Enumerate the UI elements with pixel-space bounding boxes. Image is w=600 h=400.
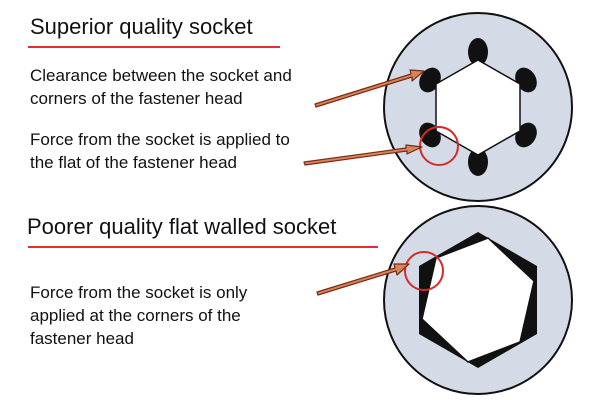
superior-socket	[383, 12, 573, 202]
clearance-arrow	[314, 69, 425, 108]
flat-contact-highlight	[419, 126, 459, 166]
corner-force-label-line-2: applied at the corners of the	[30, 306, 241, 325]
poorer-heading: Poorer quality flat walled socket	[27, 214, 337, 239]
clearance-label-line-1: Clearance between the socket and	[30, 66, 292, 85]
superior-fastener-head	[435, 59, 521, 156]
flat-force-arrow	[303, 144, 423, 166]
flat-force-label-line-1: Force from the socket is applied to	[30, 130, 290, 149]
corner-contact-highlight	[404, 251, 444, 291]
superior-heading: Superior quality socket	[30, 14, 253, 39]
flat-force-label-line-2: the flat of the fastener head	[30, 153, 237, 172]
corner-force-label-line-1: Force from the socket is only	[30, 283, 248, 302]
superior-heading-rule	[28, 46, 280, 48]
poorer-heading-rule	[28, 246, 378, 248]
corner-force-label-line-3: fastener head	[30, 329, 134, 348]
poorer-socket	[383, 205, 573, 395]
poorer-fastener-head	[421, 237, 535, 363]
corner-force-arrow	[316, 263, 410, 296]
clearance-label-line-2: corners of the fastener head	[30, 89, 243, 108]
